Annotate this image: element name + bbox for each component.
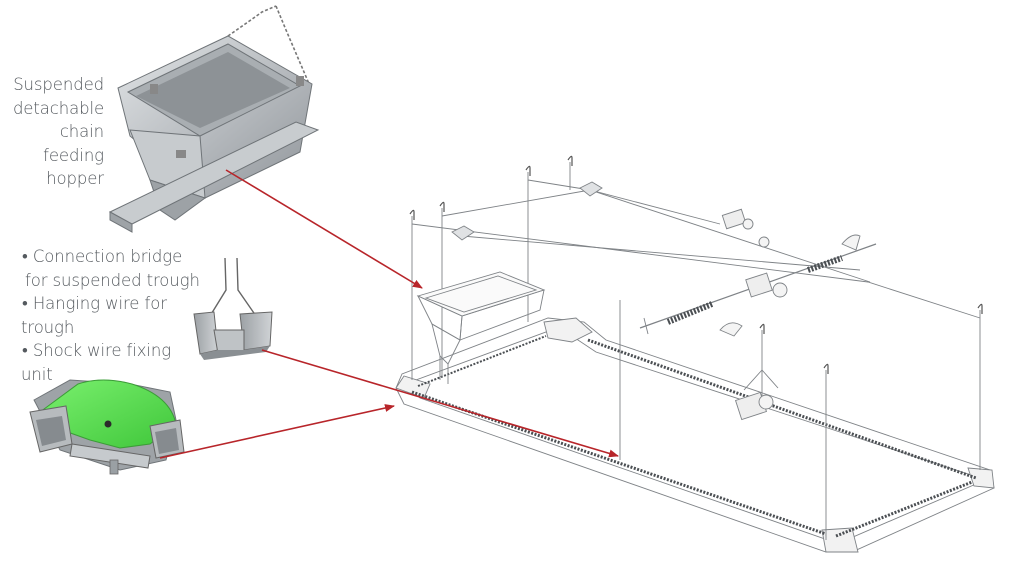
arrow-hopper: [225, 169, 423, 289]
hopper-lug: [296, 76, 304, 86]
callout-arrows: [159, 169, 619, 459]
parts-item-1: • Connection bridge: [22, 245, 222, 269]
chain-back: [587, 338, 977, 480]
bullet: •: [22, 247, 28, 266]
bullet: •: [22, 341, 28, 360]
parts-item-1b: for suspended trough: [22, 269, 222, 293]
chain-left: [227, 5, 277, 37]
hopper-label-line-5: hopper: [46, 169, 104, 188]
hanging-bracket-render: [193, 257, 273, 360]
arrow-corner: [159, 404, 395, 459]
hopper-label-line-3: chain: [59, 122, 104, 141]
parts-item-3-line-1: Shock wire fixing: [32, 341, 172, 360]
bullet: •: [22, 294, 28, 313]
chain-end: [835, 480, 973, 538]
parts-item-1-line-1: Connection bridge: [32, 247, 183, 266]
parts-item-3-line-2: unit: [21, 364, 53, 384]
hopper-inside: [136, 52, 290, 128]
trough-frame-outer: [395, 317, 995, 553]
parts-item-3b: unit: [21, 363, 222, 387]
hopper-lug: [150, 84, 158, 94]
parts-list: • Connection bridge for suspended trough…: [21, 245, 222, 387]
trough-system-drawing: [395, 155, 995, 553]
chain-front: [411, 390, 827, 536]
hook-set: [409, 155, 983, 374]
hopper-label-line-1: Suspended: [13, 75, 104, 94]
hopper-label-line-4: feeding: [43, 145, 104, 165]
parts-item-1-line-2: for suspended trough: [25, 270, 200, 290]
hopper-label: Suspended detachable chain feeding hoppe…: [4, 73, 104, 191]
parts-item-2: • Hanging wire for: [22, 292, 222, 316]
parts-item-2-line-1: Hanging wire for: [32, 294, 167, 313]
parts-item-2b: trough: [21, 316, 222, 340]
drawing-hopper: [416, 271, 546, 384]
corner-bridge-render: [29, 379, 185, 475]
drive-unit: [639, 208, 877, 421]
chain-right: [275, 5, 311, 87]
hopper-render: [108, 5, 320, 233]
hopper-label-line-2: detachable: [12, 98, 104, 118]
parts-item-2-line-2: trough: [21, 317, 75, 337]
parts-item-3: • Shock wire fixing: [22, 339, 222, 363]
arrow-hanger: [261, 349, 619, 458]
hopper-lug: [176, 150, 186, 158]
